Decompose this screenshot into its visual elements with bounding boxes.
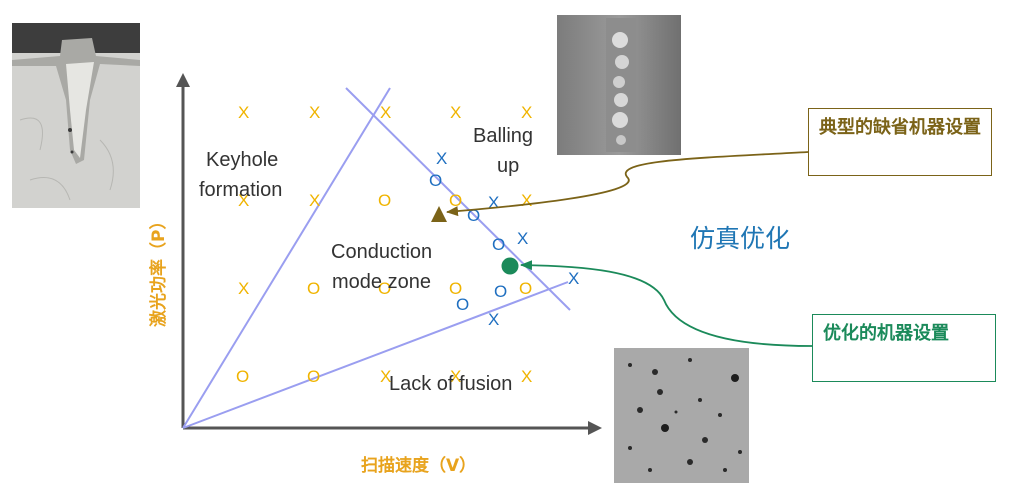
point-o: O (449, 191, 462, 210)
keyhole-zone-label: formation (199, 179, 282, 201)
optimized-setting-marker (501, 257, 519, 275)
default-callout-connector (446, 151, 809, 217)
sim-point-x: X (488, 310, 499, 329)
sim-point-o: O (456, 295, 469, 314)
point-x: X (521, 191, 532, 210)
sim-point-x: X (517, 229, 528, 248)
point-x: X (380, 103, 391, 122)
point-x: X (309, 191, 320, 210)
point-o: O (378, 279, 391, 298)
keyhole-zone-label: Keyhole (206, 149, 278, 171)
point-o: O (449, 279, 462, 298)
experimental-points: X X X X X X X O O X X O O O O O O X X X (236, 103, 532, 386)
point-x: X (380, 367, 391, 386)
simulation-optimization-title: 仿真优化 (690, 224, 791, 253)
balling-boundary-line (345, 87, 571, 311)
point-o: O (378, 191, 391, 210)
point-o: O (307, 279, 320, 298)
sim-point-o: O (492, 235, 505, 254)
keyhole-boundary-line (182, 87, 391, 429)
zone-boundaries (182, 87, 571, 429)
keyhole-micrograph (12, 23, 140, 208)
y-axis-label: 激光功率（P） (148, 213, 169, 327)
point-o: O (236, 367, 249, 386)
point-o: O (519, 279, 532, 298)
default-setting-marker (431, 206, 447, 222)
x-axis-label: 扫描速度（V） (361, 455, 476, 476)
point-x: X (238, 103, 249, 122)
optimized-setting-callout: 优化的机器设置 (812, 314, 996, 382)
sim-point-x: X (436, 149, 447, 168)
axes (176, 73, 602, 435)
default-setting-callout: 典型的缺省机器设置 (808, 108, 992, 176)
optimized-callout-connector (520, 260, 813, 347)
point-x: X (238, 191, 249, 210)
balling-micrograph (557, 15, 681, 155)
point-x: X (450, 367, 461, 386)
conduction-zone-label: Conduction (331, 241, 432, 263)
point-x: X (521, 103, 532, 122)
point-x: X (238, 279, 249, 298)
point-o: O (307, 367, 320, 386)
conduction-zone-label: mode zone (332, 271, 431, 293)
lack-of-fusion-zone-label: Lack of fusion (389, 373, 512, 395)
lack-of-fusion-boundary-line (182, 281, 569, 429)
lack-of-fusion-micrograph (614, 348, 749, 483)
sim-point-x: X (488, 193, 499, 212)
sim-point-o: O (429, 171, 442, 190)
sim-point-x: X (568, 269, 579, 288)
balling-zone-label: Balling (473, 125, 533, 147)
point-x: X (309, 103, 320, 122)
point-x: X (521, 367, 532, 386)
simulation-points: X O X O X O X O O X (429, 149, 579, 329)
point-x: X (450, 103, 461, 122)
balling-zone-label: up (497, 155, 519, 177)
sim-point-o: O (494, 282, 507, 301)
